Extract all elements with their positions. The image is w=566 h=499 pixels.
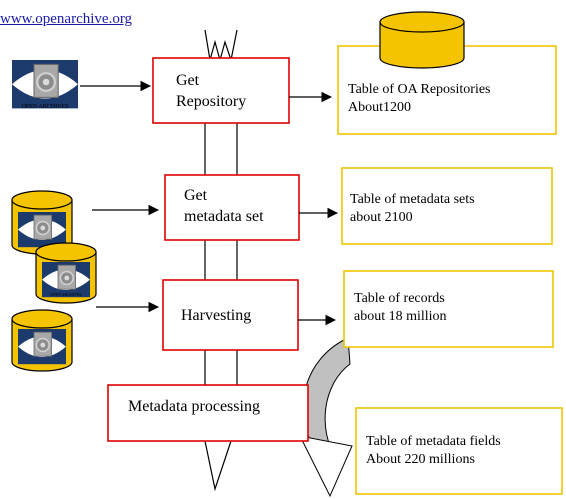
table-metadata-sets: Table of metadata sets about 2100 <box>341 167 553 245</box>
step-get-repository-line1: Get <box>176 72 200 89</box>
repository-database-icon <box>379 11 465 69</box>
table-records: Table of records about 18 million <box>343 270 554 348</box>
step-get-metadata-set-line2: metadata set <box>184 208 264 225</box>
logo-caption: OPEN ARCHIVES <box>22 104 69 110</box>
openarchive-link[interactable]: www.openarchive.org <box>0 11 133 27</box>
step-metadata-processing: Metadata processing <box>107 384 309 442</box>
table-metadata-fields: Table of metadata fields About 220 milli… <box>355 407 563 495</box>
repository-cylinder-1 <box>11 190 73 255</box>
table-records-line1: Table of records <box>354 291 445 306</box>
open-archives-logo <box>10 58 80 110</box>
step-get-repository: Get Repository <box>152 57 290 124</box>
repository-cylinder-2: OPEN ARCHIVES <box>35 242 97 304</box>
table-oa-repositories-line2: About1200 <box>348 100 411 115</box>
step-get-metadata-set: Get metadata set <box>164 174 300 241</box>
table-oa-repositories-line1: Table of OA Repositories <box>348 82 491 97</box>
repository-cylinder-3 <box>11 309 73 372</box>
table-metadata-fields-line1: Table of metadata fields <box>366 434 501 449</box>
table-metadata-fields-line2: About 220 millions <box>366 452 475 467</box>
table-metadata-sets-line2: about 2100 <box>350 210 413 225</box>
table-metadata-sets-line1: Table of metadata sets <box>350 192 475 207</box>
step-harvesting: Harvesting <box>162 279 299 351</box>
step-get-metadata-set-line1: Get <box>184 187 208 204</box>
table-records-line2: about 18 million <box>354 309 447 324</box>
cylinder-caption: OPEN ARCHIVES <box>50 292 81 297</box>
step-metadata-processing-label: Metadata processing <box>128 398 260 415</box>
curved-flow-arrow-head <box>299 435 353 498</box>
step-get-repository-line2: Repository <box>176 93 246 110</box>
step-harvesting-label: Harvesting <box>181 307 251 324</box>
